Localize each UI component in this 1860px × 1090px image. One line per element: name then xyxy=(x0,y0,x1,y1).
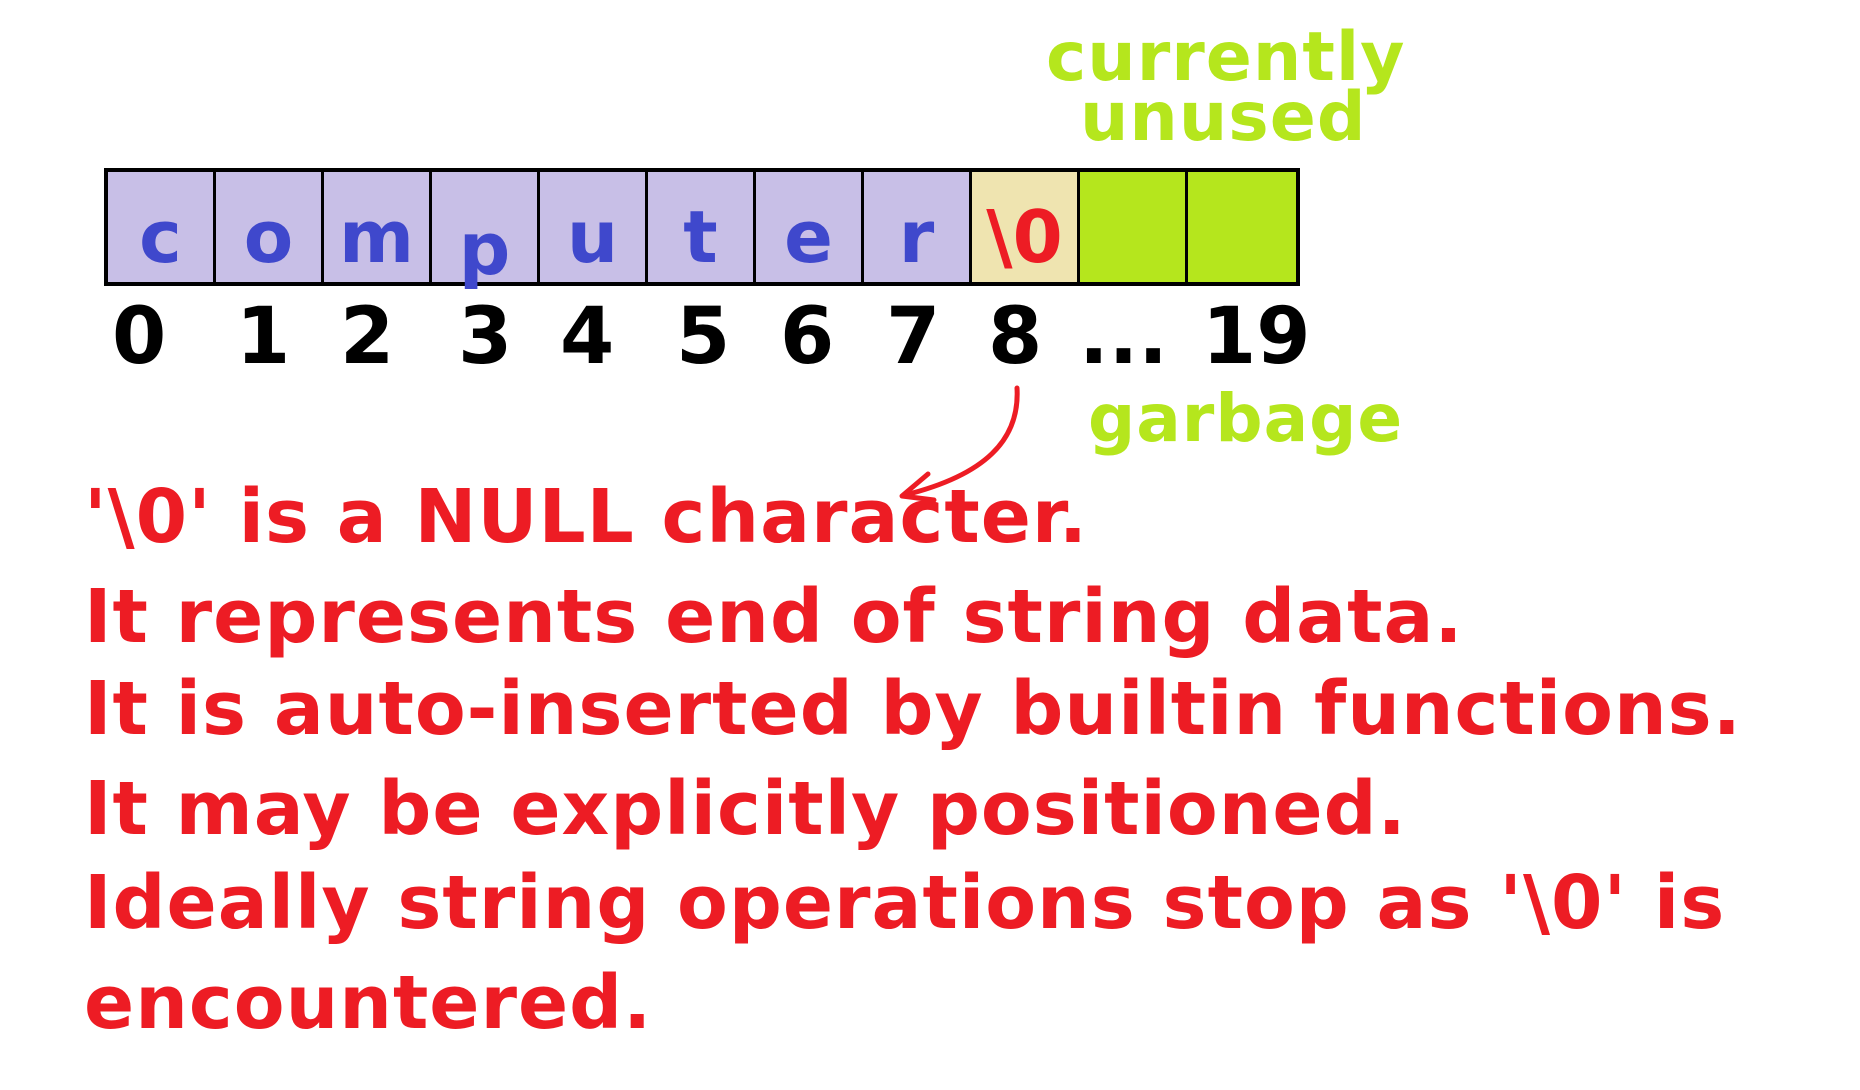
array-cell-unused-2 xyxy=(1188,172,1296,282)
index-1: 1 xyxy=(236,292,291,382)
note-line-6: encountered. xyxy=(84,960,653,1046)
array-cell-5: t xyxy=(648,172,756,282)
index-2: 2 xyxy=(340,292,395,382)
index-4: 4 xyxy=(560,292,615,382)
index-7: 7 xyxy=(886,292,941,382)
cell-char-7: r xyxy=(898,195,935,279)
array-cell-null: \0 xyxy=(972,172,1080,282)
cell-char-4: u xyxy=(566,195,619,279)
note-line-5: Ideally string operations stop as '\0' i… xyxy=(84,860,1726,946)
index-19: 19 xyxy=(1202,292,1311,382)
array-cell-unused-1 xyxy=(1080,172,1188,282)
note-line-2: It represents end of string data. xyxy=(84,574,1464,660)
cell-char-3: p xyxy=(458,207,511,291)
index-6: 6 xyxy=(780,292,835,382)
currently-label: currently xyxy=(1046,18,1406,97)
index-3: 3 xyxy=(458,292,513,382)
index-row: 0 1 2 3 4 5 6 7 8 ... 19 xyxy=(104,298,1314,378)
array-cell-0: c xyxy=(108,172,216,282)
garbage-label: garbage xyxy=(1088,380,1404,457)
index-8: 8 xyxy=(988,292,1043,382)
index-5: 5 xyxy=(676,292,731,382)
null-terminator: \0 xyxy=(986,195,1063,279)
note-line-1: '\0' is a NULL character. xyxy=(84,474,1088,560)
cell-char-2: m xyxy=(338,195,415,279)
cell-char-1: o xyxy=(243,195,294,279)
index-0: 0 xyxy=(112,292,167,382)
array-cell-6: e xyxy=(756,172,864,282)
cell-char-5: t xyxy=(683,195,718,279)
cell-char-6: e xyxy=(784,195,833,279)
array-cell-4: u xyxy=(540,172,648,282)
cell-char-0: c xyxy=(139,195,182,279)
array-cell-7: r xyxy=(864,172,972,282)
note-line-4: It may be explicitly positioned. xyxy=(84,766,1407,852)
note-line-3: It is auto-inserted by builtin functions… xyxy=(84,666,1742,752)
index-ellipsis: ... xyxy=(1079,292,1168,382)
char-array: c o m p u t e r \0 xyxy=(104,168,1300,286)
array-cell-1: o xyxy=(216,172,324,282)
unused-label: unused xyxy=(1080,78,1367,157)
array-cell-2: m xyxy=(324,172,432,282)
array-cell-3: p xyxy=(432,172,540,291)
